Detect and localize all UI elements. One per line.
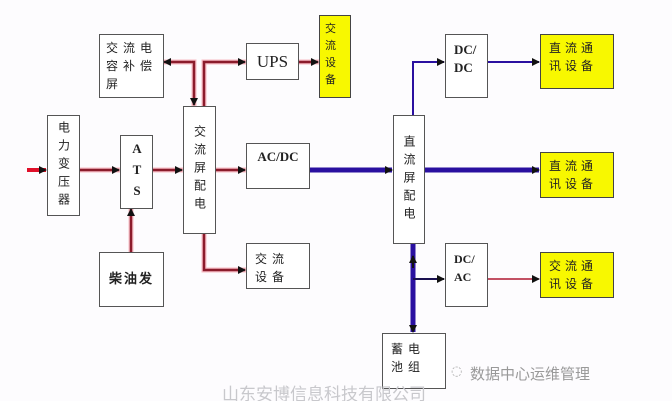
ac-comm-equipment-box: 交流通讯设备 bbox=[540, 252, 614, 298]
capacitor-compensation-panel-box: 交流电容补偿屏 bbox=[99, 34, 164, 98]
dcac-box: DC/ AC bbox=[445, 243, 488, 307]
company-watermark: 山东安博信息科技有限公司 bbox=[222, 385, 426, 401]
battery-bank-box: 蓄电池组 bbox=[382, 333, 446, 389]
ats-box: ATS bbox=[120, 135, 153, 209]
dc-comm-equipment-box-1: 直流通讯设备 bbox=[540, 34, 614, 89]
power-transformer-box: 电力变压器 bbox=[47, 115, 80, 216]
line-compensation bbox=[163, 58, 198, 106]
dc-comm-equipment-box-2: 直流通讯设备 bbox=[540, 152, 614, 198]
diesel-generator-box: 柴油发 bbox=[99, 252, 164, 307]
wechat-icon: ◌ bbox=[451, 364, 463, 379]
dc-distribution-panel-box: 直流屏配电 bbox=[393, 115, 425, 244]
line-acpanel-ups bbox=[202, 58, 246, 106]
line-dcpanel-dcdc bbox=[412, 58, 445, 115]
ac-equipment-box: 交流设备 bbox=[246, 243, 310, 289]
ac-equipment-terminal-box: 交流设备 bbox=[319, 15, 351, 98]
ac-distribution-panel-box: 交流屏配电 bbox=[183, 106, 216, 234]
ups-box: UPS bbox=[246, 43, 299, 80]
account-watermark: 数据中心运维管理 bbox=[470, 365, 591, 383]
dcdc-box: DC/ DC bbox=[445, 34, 488, 98]
acdc-box: AC/DC bbox=[246, 143, 310, 189]
line-acpanel-acequip bbox=[202, 233, 246, 274]
